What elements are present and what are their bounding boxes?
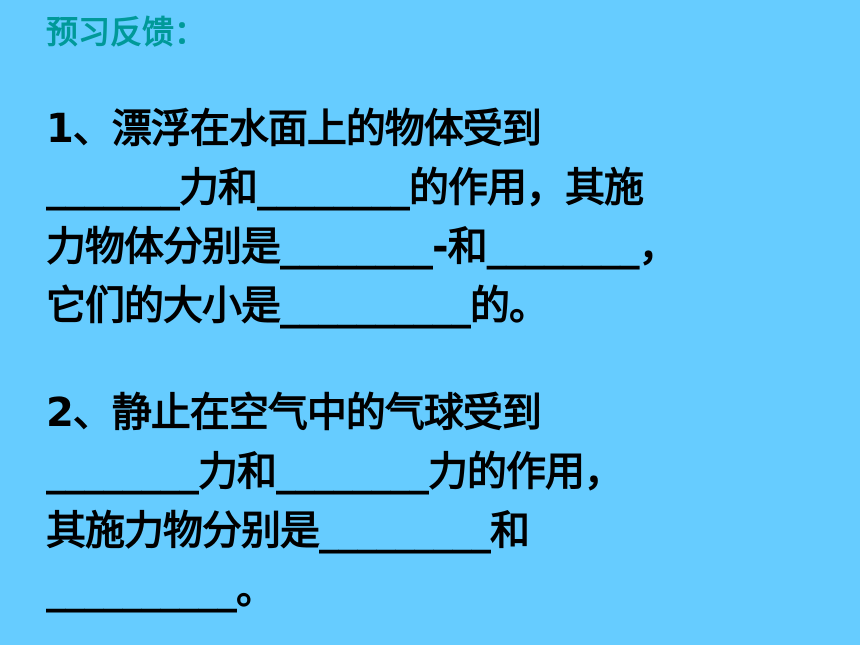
question-1-line-2: _______力和________的作用，其施 xyxy=(46,165,644,211)
question-1-line-1: 1、漂浮在水面上的物体受到 xyxy=(46,106,542,152)
question-2-line-3: 其施力物分别是_________和 xyxy=(46,508,530,554)
question-2-line-1: 2、静止在空气中的气球受到 xyxy=(46,390,542,436)
slide-title: 预习反馈： xyxy=(46,13,207,51)
question-1-line-3: 力物体分别是________-和________， xyxy=(46,224,679,270)
question-2-line-4: __________。 xyxy=(46,567,276,613)
question-2: 2、静止在空气中的气球受到 ________力和________力的作用， 其施… xyxy=(46,384,836,620)
question-1: 1、漂浮在水面上的物体受到 _______力和________的作用，其施 力物… xyxy=(46,100,836,336)
question-1-line-4: 它们的大小是__________的。 xyxy=(46,283,549,329)
question-2-line-2: ________力和________力的作用， xyxy=(46,449,624,495)
